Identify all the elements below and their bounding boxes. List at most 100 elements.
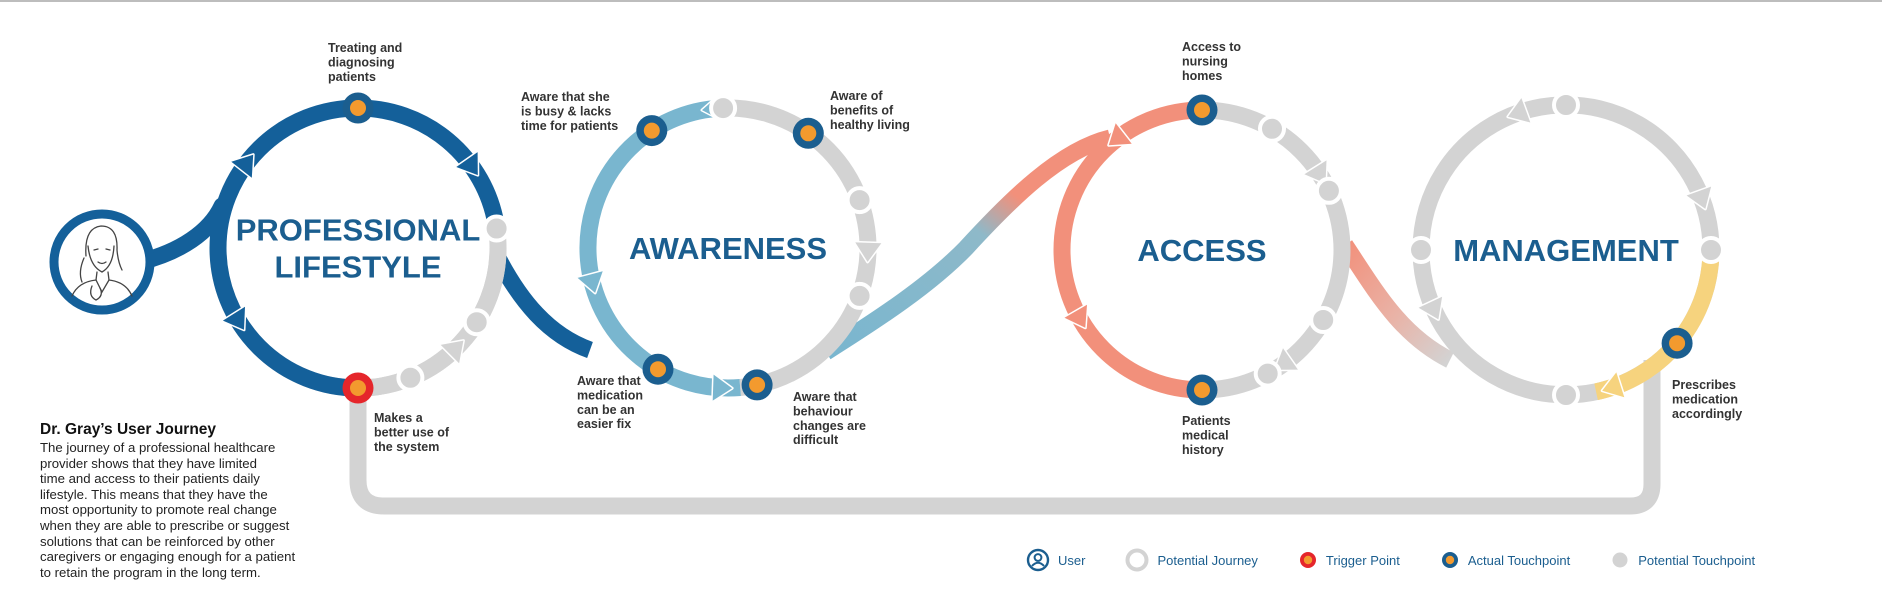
touchpoint-core bbox=[643, 122, 660, 139]
professional-journey-arc bbox=[357, 99, 505, 226]
summary-title: Dr. Gray’s User Journey bbox=[40, 421, 217, 438]
face-stroke bbox=[87, 245, 115, 273]
stage-title-line: MANAGEMENT bbox=[1453, 233, 1679, 268]
touchpoint-label-line: homes bbox=[1182, 69, 1222, 83]
direction-arrow bbox=[1273, 346, 1300, 372]
direction-arrow bbox=[229, 153, 255, 180]
touchpoint-label-line: Prescribes bbox=[1672, 378, 1736, 392]
direction-arrows bbox=[221, 93, 1713, 403]
potential-touchpoint-dot bbox=[845, 186, 874, 215]
trigger-point-icon bbox=[1299, 552, 1316, 568]
legend-label: Actual Touchpoint bbox=[1467, 552, 1571, 568]
potential-touchpoint-dot bbox=[462, 308, 491, 337]
stage-title-line: ACCESS bbox=[1137, 233, 1266, 268]
touchpoint-label-line: benefits of bbox=[830, 103, 894, 117]
summary-line: provider shows that they have limited bbox=[40, 455, 257, 471]
awareness-to-access-bridge bbox=[821, 129, 1113, 360]
management-highlight-arc bbox=[1594, 249, 1720, 401]
access-to-management-bridge bbox=[1337, 240, 1454, 368]
legend-label: Potential Journey bbox=[1157, 552, 1258, 568]
direction-arrow bbox=[221, 305, 247, 332]
legend-label: Trigger Point bbox=[1325, 552, 1400, 568]
touchpoint-core bbox=[1669, 335, 1686, 352]
touchpoint-label-line: Aware that she bbox=[521, 90, 610, 104]
legend-item-trigger-point: Trigger Point bbox=[1298, 550, 1400, 570]
touchpoint-dots bbox=[342, 91, 1725, 409]
touchpoint-label-line: Treating and bbox=[328, 41, 402, 55]
summary-line: solutions that can be reinforced by othe… bbox=[40, 533, 275, 549]
touchpoint-label-line: history bbox=[1182, 443, 1224, 457]
hair-stroke bbox=[85, 225, 123, 271]
mouth-stroke bbox=[97, 261, 107, 265]
touchpoint-core bbox=[800, 125, 817, 142]
touchpoint-label-line: Aware that bbox=[793, 390, 858, 404]
neck-stroke bbox=[95, 271, 110, 281]
direction-arrow bbox=[1685, 185, 1713, 211]
potential-touchpoint-dot bbox=[1309, 306, 1338, 334]
touchpoint-label-line: better use of bbox=[374, 425, 450, 439]
legend: User Potential Journey Trigger Point Act… bbox=[1026, 547, 1755, 573]
touchpoint-label-line: behaviour bbox=[793, 404, 853, 418]
user-avatar[interactable] bbox=[49, 209, 155, 315]
potential-touchpoint-dot bbox=[1552, 381, 1580, 409]
direction-arrow bbox=[711, 373, 734, 403]
potential-touchpoint-dot bbox=[709, 94, 738, 123]
legend-label: Potential Touchpoint bbox=[1638, 552, 1756, 568]
potential-touchpoint-dot bbox=[396, 363, 425, 392]
touchpoint-label-line: patients bbox=[328, 70, 376, 84]
return-journey-path bbox=[349, 360, 1661, 515]
user-icon bbox=[1026, 548, 1050, 572]
stage-title-line: PROFESSIONAL bbox=[236, 212, 481, 247]
legend-label: User bbox=[1058, 552, 1086, 568]
touchpoint-label-line: is busy & lacks bbox=[521, 104, 611, 118]
direction-arrow bbox=[1506, 96, 1532, 124]
professional-potential-arc bbox=[357, 222, 507, 397]
touchpoint-label-line: medical bbox=[1182, 428, 1229, 442]
direction-arrow bbox=[853, 240, 883, 264]
top-rule bbox=[0, 0, 1882, 2]
actual-touchpoint-icon bbox=[1441, 552, 1458, 568]
summary-line: lifestyle. This means that they have the bbox=[40, 486, 268, 502]
legend-item-potential-journey: Potential Journey bbox=[1125, 548, 1258, 572]
potential-touchpoint-dot bbox=[1697, 236, 1725, 264]
stethoscope-stroke bbox=[90, 285, 102, 301]
summary-line: The journey of a professional healthcare bbox=[40, 440, 276, 455]
touchpoint-label-line: Aware of bbox=[830, 89, 883, 103]
touchpoint-label-line: accordingly bbox=[1672, 407, 1742, 421]
potential-touchpoint-dot bbox=[1314, 176, 1343, 205]
touchpoint-core bbox=[1194, 102, 1210, 118]
potential-touchpoint-dot bbox=[1407, 236, 1435, 264]
touchpoint-label-line: medication bbox=[577, 388, 643, 402]
direction-arrow bbox=[1600, 370, 1626, 399]
summary-line: when they are able to prescribe or sugge… bbox=[40, 517, 290, 533]
touchpoint-label-line: time for patients bbox=[521, 119, 618, 133]
journey-summary: Dr. Gray’s User Journey The journey of a… bbox=[40, 421, 340, 580]
direction-arrow bbox=[1063, 303, 1089, 330]
potential-touchpoint-dot bbox=[482, 214, 511, 243]
avatar-ring bbox=[49, 209, 155, 315]
touchpoint-label-line: Access to bbox=[1182, 40, 1241, 54]
direction-arrow bbox=[1107, 121, 1134, 147]
access-journey-arc bbox=[1053, 101, 1203, 399]
professional-to-awareness-path bbox=[490, 254, 594, 359]
summary-line: caregivers or engaging enough for a pati… bbox=[40, 549, 296, 565]
touchpoint-label-line: medication bbox=[1672, 392, 1738, 406]
touchpoint-label-line: difficult bbox=[793, 433, 839, 447]
legend-item-potential-touchpoint: Potential Touchpoint bbox=[1610, 550, 1755, 570]
direction-arrow bbox=[1417, 295, 1444, 321]
touchpoint-label-line: the system bbox=[374, 440, 439, 454]
touchpoint-label-line: nursing bbox=[1182, 54, 1228, 68]
professional-journey-arc bbox=[209, 99, 359, 249]
touchpoint-label-line: healthy living bbox=[830, 118, 910, 132]
potential-touchpoint-dot bbox=[1253, 359, 1282, 388]
summary-line: time and access to their patients daily bbox=[40, 471, 260, 487]
